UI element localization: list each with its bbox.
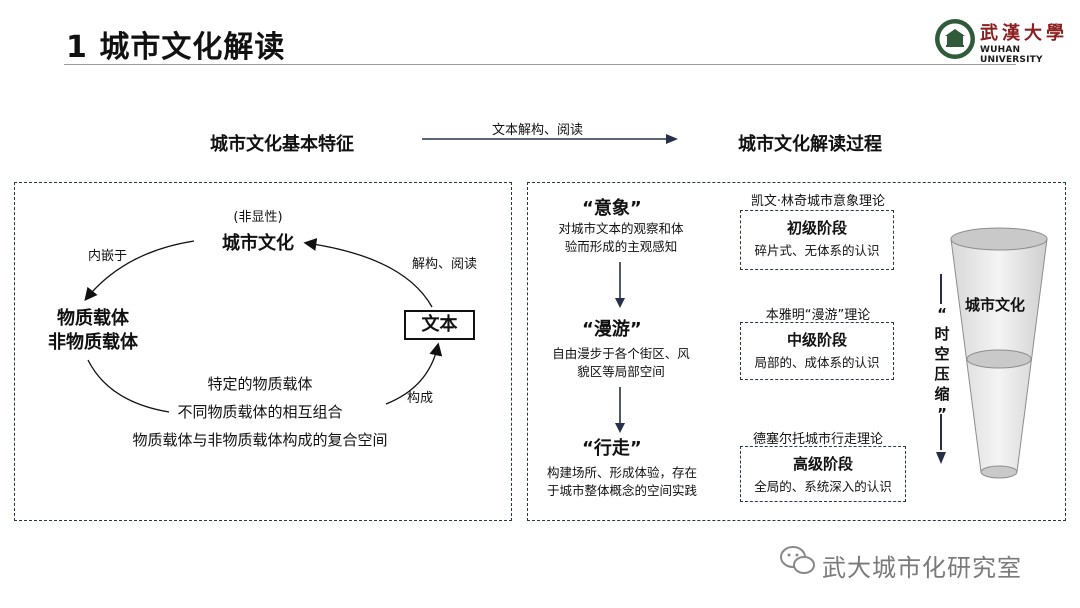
compression-label: “ 时 空 压 缩 ” (928, 304, 956, 424)
step-arrows (615, 262, 625, 433)
step-wandering-desc: 自由漫步于各个街区、风 貌区等局部空间 (534, 345, 708, 381)
theory-lynch: 凯文·林奇城市意象理论 (750, 194, 886, 209)
stage-advanced-title: 高级阶段 (792, 455, 853, 473)
step-walking-desc-line-1: 构建场所、形成体验，存在 (546, 465, 697, 480)
compression-close-quote: ” (937, 405, 947, 423)
compression-arrow (936, 274, 946, 464)
stage-intermediate-desc: 局部的、成体系的认识 (754, 355, 880, 370)
step-walking-desc: 构建场所、形成体验，存在 于城市整体概念的空间实践 (532, 464, 712, 500)
immaterial-carrier-label: 非物质载体 (48, 332, 138, 353)
stage-intermediate-title: 中级阶段 (786, 331, 847, 349)
embed-arrow (84, 240, 195, 302)
carrier-line-2: 不同物质载体的相互组合 (177, 403, 343, 421)
cycle-diagram (84, 238, 443, 413)
watermark-text: 武大城市化研究室 (822, 554, 1022, 582)
funnel-bottom (980, 465, 1018, 479)
text-box: 文本 (404, 310, 475, 340)
theory-certeau: 德塞尔托城市行走理论 (752, 432, 883, 447)
wechat-icon (780, 546, 815, 574)
non-explicit-label: (非显性) (233, 210, 283, 225)
compression-char-1: 时 (934, 325, 950, 343)
top-arrow (422, 134, 678, 144)
compression-open-quote: “ (937, 305, 947, 323)
urban-culture-label: 城市文化 (222, 233, 294, 254)
stage-primary-desc: 碎片式、无体系的认识 (754, 243, 880, 258)
compression-char-2: 空 (934, 345, 950, 363)
stage-primary-title: 初级阶段 (786, 219, 847, 237)
step-walking-title: “行走” (582, 438, 642, 459)
carrier-line-3: 物质载体与非物质载体构成的复合空间 (132, 431, 388, 449)
step-wandering-title: “漫游” (582, 319, 642, 340)
step-imagery-title: “意象” (582, 198, 642, 219)
slide-title: 1 城市文化解读 (66, 30, 286, 65)
funnel-middle (966, 349, 1032, 369)
funnel-top (950, 227, 1048, 251)
stage-primary-box: 初级阶段 碎片式、无体系的认识 (740, 210, 894, 270)
funnel-label: 城市文化 (965, 296, 1026, 314)
left-panel (14, 182, 512, 521)
compose-arrow (385, 342, 443, 405)
step-imagery-desc-line-2: 验而形成的主观感知 (564, 239, 678, 254)
theory-benjamin: 本雅明“漫游”理论 (765, 308, 871, 323)
compose-label: 构成 (407, 391, 434, 406)
step-wandering-desc-line-2: 貌区等局部空间 (577, 364, 665, 379)
compression-char-4: 缩 (934, 385, 950, 403)
left-heading: 城市文化基本特征 (210, 134, 354, 155)
bottom-left-arc (87, 359, 170, 413)
step-walking-desc-line-2: 于城市整体概念的空间实践 (546, 483, 697, 498)
deconstruct-arrow (303, 238, 433, 308)
logo-english-name: WUHAN UNIVERSITY (980, 45, 1043, 65)
deconstruct-read-label: 解构、阅读 (412, 257, 478, 272)
funnel-graphic (950, 227, 1048, 479)
carrier-line-1: 特定的物质载体 (207, 375, 313, 393)
logo-chinese-name: 武漢大學 (980, 23, 1068, 44)
top-arrow-label: 文本解构、阅读 (492, 123, 584, 138)
stage-advanced-desc: 全局的、系统深入的认识 (754, 479, 892, 494)
step-imagery-desc: 对城市文本的观察和体 验而形成的主观感知 (534, 220, 708, 256)
embedded-label: 内嵌于 (88, 249, 128, 264)
step-imagery-desc-line-1: 对城市文本的观察和体 (558, 221, 684, 236)
university-logo: 武漢大學 WUHAN UNIVERSITY (934, 18, 1074, 65)
title-rule (64, 64, 1016, 65)
compression-char-3: 压 (934, 365, 950, 383)
stage-advanced-box: 高级阶段 全局的、系统深入的认识 (740, 446, 906, 502)
right-heading: 城市文化解读过程 (738, 134, 882, 155)
right-panel (527, 182, 1066, 521)
material-carrier-label: 物质载体 (57, 308, 129, 329)
university-seal-icon (935, 19, 975, 59)
step-wandering-desc-line-1: 自由漫步于各个街区、风 (552, 346, 690, 361)
stage-intermediate-box: 中级阶段 局部的、成体系的认识 (740, 322, 894, 380)
